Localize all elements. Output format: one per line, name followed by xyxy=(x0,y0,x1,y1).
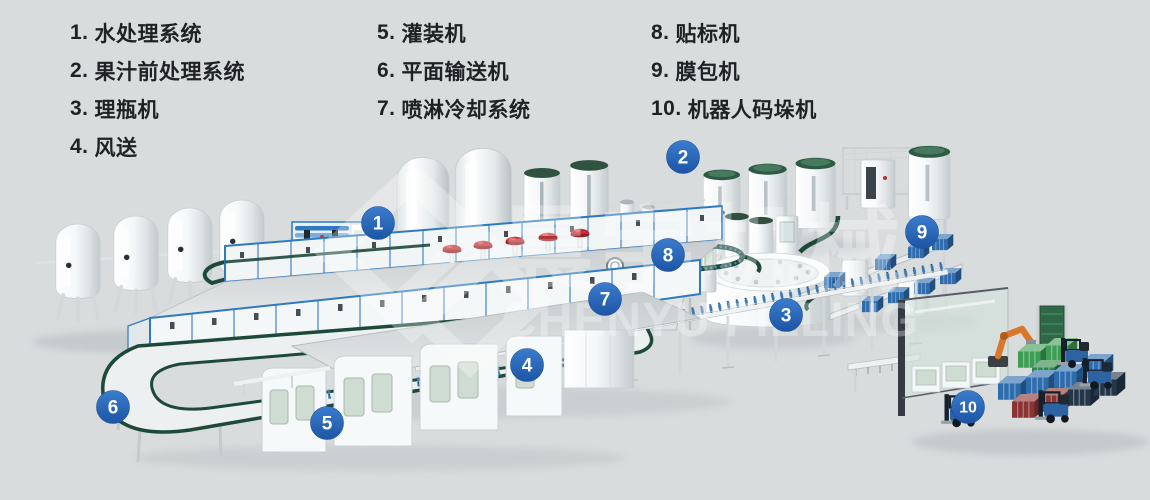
marker-10: 10 xyxy=(951,390,985,424)
marker-5: 5 xyxy=(310,406,344,440)
svg-text:9: 9 xyxy=(917,223,928,244)
legend-item-label: 贴标机 xyxy=(675,23,741,46)
svg-text:4: 4 xyxy=(522,356,533,377)
svg-text:1: 1 xyxy=(373,214,384,235)
legend-item-number: 1. xyxy=(70,21,89,44)
legend-item-label: 风送 xyxy=(94,137,138,160)
legend-item-number: 8. xyxy=(651,21,670,44)
marker-2: 2 xyxy=(666,140,700,174)
legend-item-label: 果汁前处理系统 xyxy=(94,61,246,84)
legend-item-10: 10.机器人码垛机 xyxy=(651,90,817,128)
watermark: 晨宇机械 CHENYU FILLING xyxy=(312,160,919,378)
marker-8: 8 xyxy=(651,238,685,272)
legend-item-label: 机器人码垛机 xyxy=(687,99,817,122)
marker-9: 9 xyxy=(905,215,939,249)
svg-text:7: 7 xyxy=(600,290,611,311)
legend-item-5: 5.灌装机 xyxy=(377,14,531,52)
legend-item-label: 喷淋冷却系统 xyxy=(401,99,531,122)
juice-pretreatment-system xyxy=(699,144,952,273)
legend-item-number: 6. xyxy=(377,59,396,82)
marker-1: 1 xyxy=(361,206,395,240)
marker-4: 4 xyxy=(510,348,544,382)
legend-item-number: 7. xyxy=(377,97,396,120)
legend-item-label: 平面输送机 xyxy=(401,61,510,84)
legend-item-number: 3. xyxy=(70,97,89,120)
marker-3: 3 xyxy=(769,298,803,332)
legend-item-number: 5. xyxy=(377,21,396,44)
watermark-en: CHENYU FILLING xyxy=(502,294,919,347)
watermark-cn: 晨宇机械 xyxy=(498,198,906,305)
legend-item-label: 灌装机 xyxy=(401,23,467,46)
marker-6: 6 xyxy=(96,390,130,424)
marker-7: 7 xyxy=(588,282,622,316)
legend-item-number: 2. xyxy=(70,59,89,82)
legend-item-8: 8.贴标机 xyxy=(651,14,817,52)
robot-palletizer xyxy=(847,287,1126,429)
legend-item-2: 2.果汁前处理系统 xyxy=(70,52,245,90)
legend-item-number: 4. xyxy=(70,135,89,158)
legend-item-7: 7.喷淋冷却系统 xyxy=(377,90,531,128)
svg-text:5: 5 xyxy=(322,414,333,435)
legend-item-label: 理瓶机 xyxy=(94,99,160,122)
legend-item-number: 10. xyxy=(651,97,682,120)
legend-item-3: 3.理瓶机 xyxy=(70,90,245,128)
legend-item-label: 膜包机 xyxy=(675,61,741,84)
legend-item-label: 水处理系统 xyxy=(94,23,203,46)
legend-item-number: 9. xyxy=(651,59,670,82)
svg-text:6: 6 xyxy=(108,398,119,419)
legend-item-1: 1.水处理系统 xyxy=(70,14,245,52)
svg-text:2: 2 xyxy=(678,148,689,169)
legend-item-9: 9.膜包机 xyxy=(651,52,817,90)
svg-text:3: 3 xyxy=(781,306,792,327)
number-markers: 1 2 3 4 5 6 7 8 9 10 xyxy=(96,140,985,440)
legend-item-6: 6.平面输送机 xyxy=(377,52,531,90)
legend-item-4: 4.风送 xyxy=(70,128,245,166)
svg-text:10: 10 xyxy=(959,400,977,417)
svg-text:8: 8 xyxy=(663,246,674,267)
